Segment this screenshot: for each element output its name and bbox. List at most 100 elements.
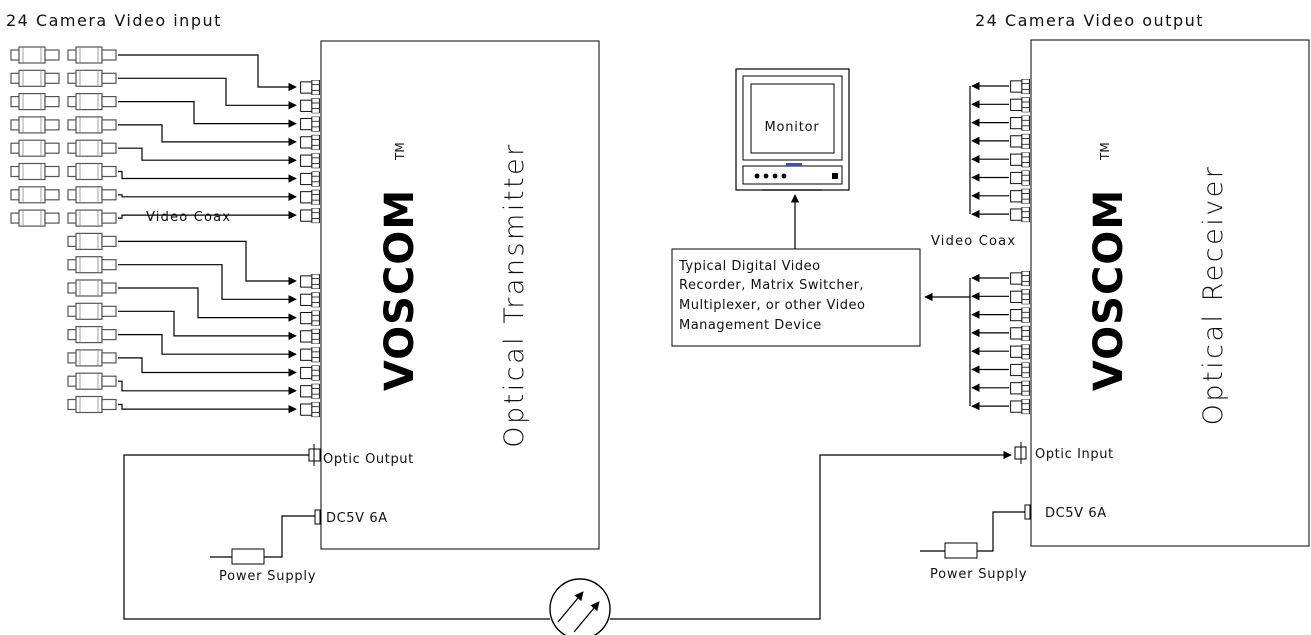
fiber-cable-right	[610, 450, 1012, 620]
transmitter-input-wire	[118, 287, 297, 322]
camera-icon	[67, 325, 117, 344]
camera-icon	[10, 116, 60, 134]
transmitter-input-wire	[118, 101, 297, 128]
transmitter-bnc-port	[300, 153, 320, 169]
transmitter-bnc-port	[300, 274, 320, 289]
receiver-bnc-port	[1010, 271, 1030, 286]
receiver-bnc-port	[1010, 170, 1030, 186]
video-coax-label-left: Video Coax	[146, 210, 231, 225]
transmitter-input-wire	[118, 403, 297, 414]
transmitter-bnc-port	[300, 116, 320, 132]
transmitter-bnc-port	[300, 310, 320, 326]
optical-link-icon	[549, 578, 611, 635]
power-fuse-left	[231, 548, 265, 565]
camera-icon	[67, 186, 117, 204]
optic-input-connector	[1014, 442, 1027, 464]
receiver-bnc-port	[1010, 133, 1030, 149]
receiver-bnc-port	[1010, 399, 1030, 415]
transmitter-bnc-port	[300, 189, 320, 205]
receiver-bnc-port	[1010, 152, 1030, 168]
fiber-cable-left	[123, 454, 550, 620]
transmitter-input-wire	[118, 124, 297, 147]
transmitter-bnc-port	[300, 98, 320, 114]
transmitter-bnc-port	[300, 171, 320, 187]
camera-icon	[67, 46, 117, 64]
transmitter-trademark: TM	[393, 142, 407, 161]
camera-icon	[10, 69, 60, 87]
camera-icon	[67, 162, 117, 181]
transmitter-bnc-port	[300, 383, 320, 399]
transmitter-bnc-port	[300, 80, 320, 95]
receiver-trademark: TM	[1098, 142, 1112, 161]
camera-icon	[10, 92, 60, 111]
transmitter-bnc-port	[300, 134, 320, 150]
optic-output-label: Optic Output	[323, 452, 414, 467]
monitor-led	[786, 163, 802, 166]
monitor-label: Monitor	[764, 120, 819, 135]
camera-icon	[10, 139, 60, 157]
receiver-bnc-port	[1010, 79, 1030, 94]
power-wire-left	[264, 515, 315, 558]
dvr-box	[671, 248, 921, 347]
power-label-right: Power Supply	[930, 567, 1027, 582]
camera-icon	[67, 69, 117, 87]
transmitter-input-wire	[118, 210, 297, 220]
monitor-icon	[735, 68, 850, 191]
camera-icon	[67, 372, 117, 390]
dc-label-left: DC5V 6A	[326, 511, 388, 526]
camera-icon	[67, 139, 117, 157]
dc-jack-right	[1024, 504, 1031, 520]
camera-icon	[67, 209, 117, 227]
transmitter-input-wire	[118, 170, 297, 183]
camera-icon	[67, 279, 117, 297]
camera-icon	[67, 92, 117, 111]
camera-group	[10, 46, 117, 414]
receiver-bnc-port	[1010, 380, 1030, 396]
camera-icon	[10, 209, 60, 227]
transmitter-bnc-port	[300, 365, 320, 381]
input-title: 24 Camera Video input	[6, 11, 222, 30]
transmitter-input-wires	[118, 54, 297, 414]
transmitter-input-wire	[118, 192, 297, 202]
dc-jack-left	[314, 509, 321, 525]
video-coax-label-right: Video Coax	[931, 234, 1016, 249]
receiver-bnc-port	[1010, 362, 1030, 378]
transmitter-input-wire	[118, 240, 297, 286]
receiver-box	[1030, 39, 1310, 547]
dvr-text-line-2: Recorder, Matrix Switcher,	[679, 278, 864, 293]
camera-icon	[10, 46, 60, 64]
dvr-text: Typical Digital Video Recorder, Matrix S…	[678, 259, 870, 333]
camera-icon	[67, 232, 117, 251]
receiver-bnc-port	[1010, 188, 1030, 204]
transmitter-bnc-port	[300, 347, 320, 363]
transmitter-ports	[300, 80, 320, 418]
receiver-bnc-port	[1010, 207, 1030, 223]
receiver-bnc-port	[1010, 307, 1030, 323]
transmitter-input-wire	[118, 54, 297, 92]
transmitter-input-wire	[118, 380, 297, 395]
transmitter-input-wire	[118, 77, 297, 110]
receiver-bnc-port	[1010, 344, 1030, 360]
dvr-text-line-1: Typical Digital Video	[678, 259, 821, 274]
transmitter-box	[320, 40, 600, 550]
transmitter-input-wire	[118, 334, 297, 359]
dc-label-right: DC5V 6A	[1045, 506, 1107, 521]
transmitter-input-wire	[118, 147, 297, 165]
receiver-brand-logo: VOSCOM	[1086, 189, 1132, 391]
power-fuse-right	[944, 542, 978, 559]
camera-icon	[67, 349, 117, 367]
camera-icon	[10, 162, 60, 181]
dvr-text-line-3: Multiplexer, or other Video	[679, 298, 865, 313]
output-title: 24 Camera Video output	[975, 11, 1204, 30]
dvr-text-line-4: Management Device	[679, 318, 822, 333]
transmitter-input-wire	[118, 264, 297, 304]
camera-icon	[67, 256, 117, 274]
transmitter-input-wire	[118, 357, 297, 377]
camera-icon	[10, 186, 60, 204]
transmitter-label: Optical Transmitter	[499, 142, 530, 448]
camera-icon	[67, 302, 117, 320]
transmitter-bnc-port	[300, 292, 320, 308]
optic-output-connector	[308, 444, 321, 466]
receiver-bnc-port	[1010, 97, 1030, 113]
